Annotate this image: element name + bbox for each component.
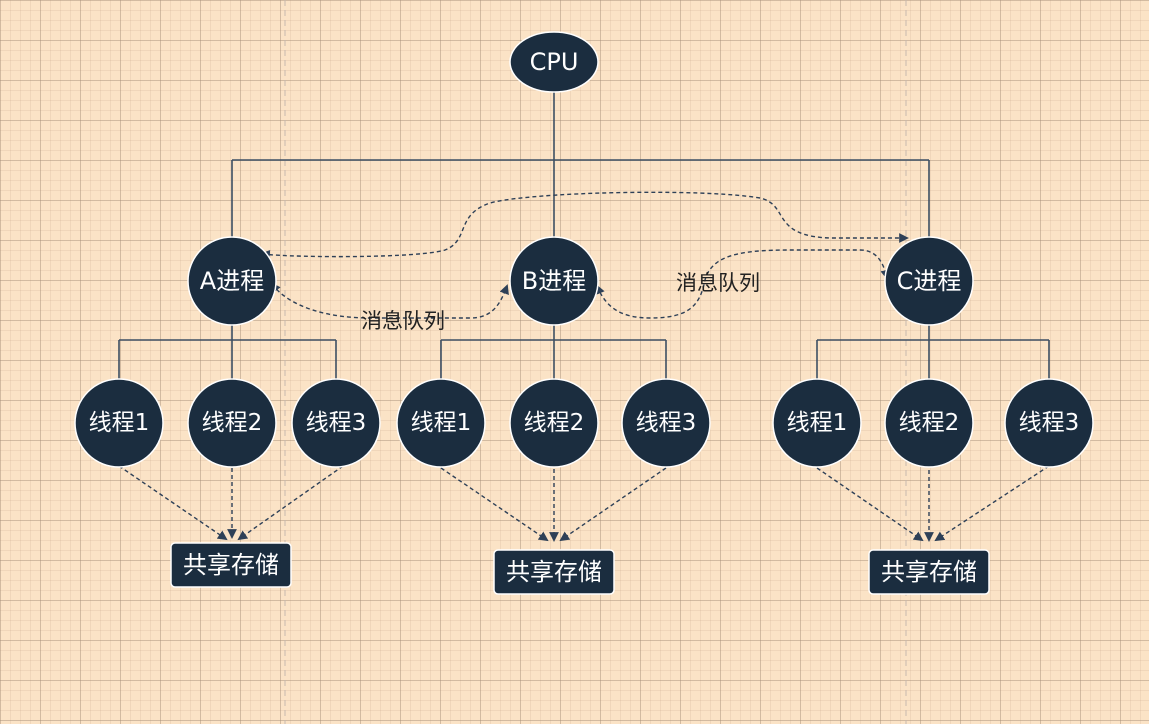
c-t1-storage-arrow	[816, 467, 924, 542]
mq-a-c-arrow	[260, 191, 909, 260]
shared-storage-a[interactable]: 共享存储	[170, 542, 292, 588]
mq-b-c-arrow	[595, 249, 891, 319]
thread-node-c1[interactable]: 线程1	[772, 378, 862, 468]
shared-storage-label-c: 共享存储	[881, 558, 977, 586]
b-t3-storage-arrow	[559, 467, 667, 542]
storage-arrows-b	[440, 467, 667, 542]
shared-storage-label-a: 共享存储	[183, 551, 279, 579]
cpu-connectors	[231, 92, 930, 238]
process-label-c: C进程	[897, 267, 962, 295]
thread-label-b2: 线程2	[524, 410, 585, 436]
c-t3-storage-arrow	[934, 465, 1050, 542]
thread-label-c3: 线程3	[1019, 410, 1080, 436]
process-label-b: B进程	[522, 267, 586, 295]
process-node-c[interactable]: C进程	[884, 236, 974, 326]
thread-node-b2[interactable]: 线程2	[509, 378, 599, 468]
shared-storage-c[interactable]: 共享存储	[868, 549, 990, 595]
thread-node-b1[interactable]: 线程1	[396, 378, 486, 468]
process-node-a[interactable]: A进程	[187, 236, 277, 326]
thread-node-b3[interactable]: 线程3	[621, 378, 711, 468]
thread-label-a1: 线程1	[89, 410, 150, 436]
process-a-connectors	[118, 324, 337, 380]
a-t1-storage-arrow	[118, 465, 228, 541]
mq-a-b-arrow	[270, 282, 509, 319]
thread-label-b3: 线程3	[636, 410, 697, 436]
thread-node-c3[interactable]: 线程3	[1004, 378, 1094, 468]
cpu-node[interactable]: CPU	[509, 31, 599, 93]
storage-arrows-a	[118, 465, 344, 541]
message-queue-arrows	[260, 191, 909, 319]
message-queue-label-bc: 消息队列	[676, 271, 760, 295]
thread-label-c1: 线程1	[787, 410, 848, 436]
shared-storage-label-b: 共享存储	[506, 558, 602, 586]
thread-node-a1[interactable]: 线程1	[74, 378, 164, 468]
thread-label-a3: 线程3	[306, 410, 367, 436]
b-t1-storage-arrow	[440, 467, 549, 542]
process-c-connectors	[816, 324, 1050, 380]
cpu-label: CPU	[530, 48, 579, 76]
thread-label-a2: 线程2	[202, 410, 263, 436]
shared-storage-b[interactable]: 共享存储	[493, 549, 615, 595]
a-t3-storage-arrow	[237, 465, 344, 541]
process-label-a: A进程	[200, 267, 264, 295]
thread-label-b1: 线程1	[411, 410, 472, 436]
thread-node-c2[interactable]: 线程2	[884, 378, 974, 468]
process-b-connectors	[440, 324, 667, 380]
thread-node-a2[interactable]: 线程2	[187, 378, 277, 468]
thread-node-a3[interactable]: 线程3	[291, 378, 381, 468]
process-node-b[interactable]: B进程	[509, 236, 599, 326]
storage-arrows-c	[816, 465, 1050, 542]
message-queue-label-ab: 消息队列	[361, 309, 445, 333]
thread-label-c2: 线程2	[899, 410, 960, 436]
